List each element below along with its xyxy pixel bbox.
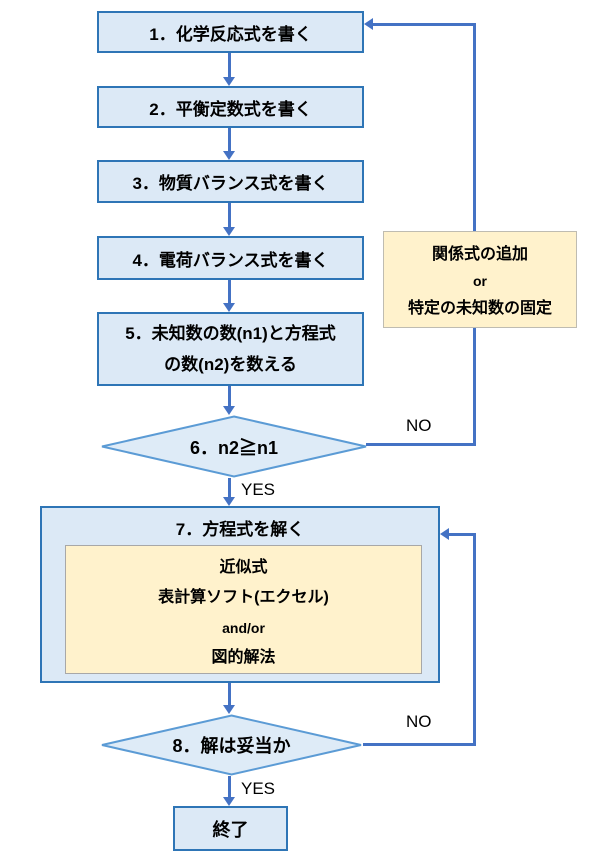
step-label-3: 3．物質バランス式を書く — [132, 174, 329, 193]
end-box: 終了 — [173, 806, 288, 851]
step-label-4: 4．電荷バランス式を書く — [132, 250, 329, 270]
step-label-5-line1: 5．未知数の数(n1)と方程式 — [125, 324, 336, 343]
side-note-line: 関係式の追加 — [431, 246, 528, 263]
method-line: 近似式 — [219, 559, 268, 576]
connector-line — [228, 128, 231, 151]
methods-note: 近似式 表計算ソフト(エクセル) and/or 図的解法 — [65, 545, 422, 674]
connector-line — [228, 478, 231, 497]
arrowhead-left-icon — [364, 18, 373, 30]
side-note-line: 特定の未知数の固定 — [407, 300, 552, 317]
connector-line — [228, 53, 231, 77]
arrowhead-down-icon — [223, 151, 235, 160]
arrowhead-down-icon — [223, 705, 235, 714]
step-box-2: 2．平衡定数式を書く — [97, 86, 364, 128]
connector-line — [373, 23, 476, 26]
connector-line — [228, 203, 231, 227]
diamond-shape — [101, 415, 367, 478]
connector-line — [228, 280, 231, 303]
step-label-5-line2: の数(n2)を数える — [164, 355, 297, 374]
method-line: 図的解法 — [211, 649, 276, 666]
step-box-1: 1．化学反応式を書く — [97, 11, 364, 53]
process-box-7: 7．方程式を解く 近似式 表計算ソフト(エクセル) and/or 図的解法 — [40, 506, 440, 683]
method-line: and/or — [222, 620, 265, 636]
decision-box-6: 6．n2≧n1 — [100, 415, 368, 478]
arrowhead-down-icon — [223, 303, 235, 312]
no-label-6: NO — [406, 416, 432, 435]
no-label-8: NO — [406, 712, 432, 731]
arrowhead-down-icon — [223, 77, 235, 86]
connector-line — [363, 743, 476, 746]
arrowhead-down-icon — [223, 406, 235, 415]
decision-6-label: 6．n2≧n1 — [189, 437, 279, 458]
connector-line — [366, 443, 476, 446]
decision-8-label: 8．解は妥当か — [172, 736, 291, 756]
method-line: 表計算ソフト(エクセル) — [158, 589, 329, 606]
connector-line — [228, 683, 231, 705]
step-box-4: 4．電荷バランス式を書く — [97, 236, 364, 280]
connector-line — [228, 776, 231, 797]
step-label-2: 2．平衡定数式を書く — [149, 99, 312, 119]
connector-line — [449, 533, 476, 536]
side-note-line: or — [473, 273, 487, 289]
arrowhead-down-icon — [223, 497, 235, 506]
arrowhead-left-icon — [440, 528, 449, 540]
step-box-5: 5．未知数の数(n1)と方程式 の数(n2)を数える — [97, 312, 364, 386]
step-label-1: 1．化学反応式を書く — [149, 24, 312, 44]
connector-line — [228, 386, 231, 406]
diamond-shape — [101, 714, 362, 776]
process-7-title: 7．方程式を解く — [175, 520, 305, 539]
step-box-3: 3．物質バランス式を書く — [97, 160, 364, 203]
side-note-box: 関係式の追加 or 特定の未知数の固定 — [383, 231, 577, 328]
yes-label-6: YES — [241, 480, 276, 499]
decision-box-8: 8．解は妥当か — [100, 714, 363, 776]
arrowhead-down-icon — [223, 227, 235, 236]
connector-line — [473, 533, 476, 746]
arrowhead-down-icon — [223, 797, 235, 806]
end-label: 終了 — [212, 819, 249, 840]
yes-label-8: YES — [241, 779, 276, 798]
